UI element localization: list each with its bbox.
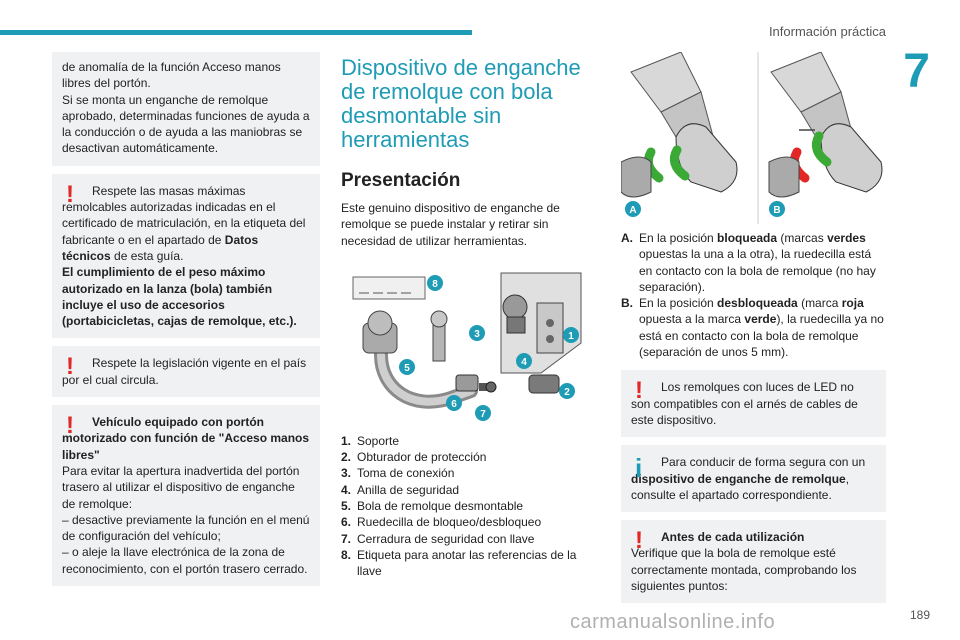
chapter-number: 7 bbox=[903, 45, 930, 98]
exclamation-icon: ! bbox=[66, 353, 74, 381]
warning-box-weights: ! Respete las masas máximas remolcables … bbox=[52, 173, 320, 339]
page-number: 189 bbox=[909, 608, 930, 622]
warning-text: Respete las masas máximas remolcables au… bbox=[62, 183, 306, 263]
towbar-illustration: 1 2 3 4 5 6 7 8 bbox=[352, 272, 582, 421]
column-middle: Dispositivo de enganche de remolque con … bbox=[341, 52, 601, 580]
locking-wheel-diagram: A B bbox=[620, 51, 886, 224]
warning-box-before-use: ! Antes de cada utilización Verifique qu… bbox=[621, 520, 886, 604]
figure-label: 5 bbox=[404, 363, 410, 374]
warning-text: Los remolques con luces de LED no son co… bbox=[631, 380, 858, 427]
watermark: carmanualsonline.info bbox=[570, 611, 776, 633]
warning-bold-text: El cumplimiento de el peso máximo autori… bbox=[62, 265, 297, 329]
info-icon: i bbox=[635, 453, 643, 484]
section-title: Información práctica bbox=[768, 24, 886, 39]
figure-label: 1 bbox=[568, 331, 574, 342]
list-item: 2.Obturador de protección bbox=[341, 450, 487, 465]
position-list: A. En la posición bloqueada (marcas verd… bbox=[621, 230, 886, 360]
exclamation-icon: ! bbox=[635, 527, 643, 555]
exclamation-icon: ! bbox=[66, 180, 74, 208]
warning-list-item: – o aleje la llave electrónica de la zon… bbox=[62, 545, 308, 576]
intro-paragraph: Este genuino dispositivo de enganche de … bbox=[341, 201, 560, 248]
info-box-safe-driving: i Para conducir de forma segura con un d… bbox=[621, 445, 886, 513]
warning-title: Antes de cada utilización bbox=[661, 530, 805, 545]
note-box-tailgate: de anomalía de la función Acceso manos l… bbox=[52, 52, 320, 166]
figure-label: 6 bbox=[451, 399, 457, 410]
warning-box-legislation: ! Respete la legislación vigente en el p… bbox=[52, 346, 320, 398]
warning-box-hands-free: ! Vehículo equipado con portón motorizad… bbox=[52, 405, 320, 587]
warning-title: Vehículo equipado con portón motorizado … bbox=[62, 415, 310, 462]
exclamation-icon: ! bbox=[635, 377, 643, 405]
figure-label: 7 bbox=[480, 409, 486, 420]
list-item: 4.Anilla de seguridad bbox=[341, 482, 460, 497]
column-left: de anomalía de la función Acceso manos l… bbox=[52, 52, 320, 594]
figure-label: 4 bbox=[521, 357, 527, 368]
figure-label-a: A bbox=[629, 205, 636, 216]
info-text: Para conducir de forma segura con un dis… bbox=[631, 455, 866, 502]
figure-label: 3 bbox=[474, 329, 480, 340]
figure-label: 8 bbox=[432, 279, 438, 290]
locking-wheel-illustration: A B bbox=[620, 51, 883, 224]
warning-text: Respete la legislación vigente en el paí… bbox=[62, 356, 307, 387]
figure-label: 2 bbox=[564, 387, 570, 398]
list-item: 5.Bola de remolque desmontable bbox=[341, 499, 524, 514]
list-item: 6.Ruedecilla de bloqueo/desbloqueo bbox=[341, 515, 542, 530]
warning-box-led: ! Los remolques con luces de LED no son … bbox=[621, 370, 886, 438]
list-item: 3.Toma de conexión bbox=[341, 466, 455, 481]
exclamation-icon: ! bbox=[66, 412, 74, 440]
warning-body: Para evitar la apertura inadvertida del … bbox=[62, 463, 300, 511]
list-item: 7.Cerradura de seguridad con llave bbox=[341, 531, 535, 546]
list-item-unlocked: B. En la posición desbloqueada (marca ro… bbox=[621, 296, 884, 360]
list-item-locked: A. En la posición bloqueada (marcas verd… bbox=[621, 231, 876, 294]
parts-list: 1.Soporte 2.Obturador de protección 3.To… bbox=[341, 433, 601, 580]
figure-label-b: B bbox=[773, 205, 780, 216]
list-item: 1.Soporte bbox=[341, 433, 400, 448]
towbar-diagram: 1 2 3 4 5 6 7 8 bbox=[341, 262, 601, 425]
warning-body: Verifique que la bola de remolque esté c… bbox=[631, 546, 857, 594]
column-right: A B A. En la posición bloqueada (marcas … bbox=[620, 51, 886, 611]
list-item: 8.Etiqueta para anotar las referencias d… bbox=[341, 547, 577, 579]
note-text: de anomalía de la función Acceso manos l… bbox=[62, 60, 310, 156]
page-heading: Dispositivo de enganche de remolque con … bbox=[341, 55, 581, 152]
section-heading: Presentación bbox=[341, 170, 461, 191]
header-accent-bar bbox=[0, 30, 472, 35]
warning-list-item: – desactive previamente la función en el… bbox=[62, 512, 310, 544]
